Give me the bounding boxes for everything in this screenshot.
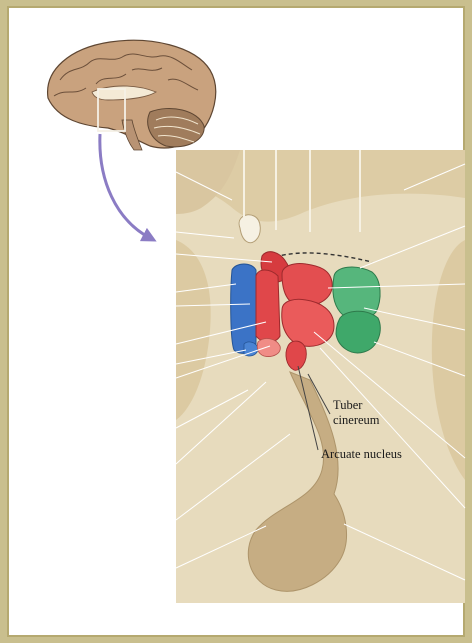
brain-thumbnail (48, 40, 216, 150)
anterior-nuclei-blue (231, 264, 258, 356)
tuber-cinereum-label-line2: cinereum (333, 413, 380, 427)
tuber-cinereum-label-line1: Tuber (333, 398, 363, 412)
zoom-arrow (100, 134, 150, 238)
enlarged-section-panel (176, 150, 465, 603)
arcuate-nucleus-label: Arcuate nucleus (321, 447, 402, 461)
